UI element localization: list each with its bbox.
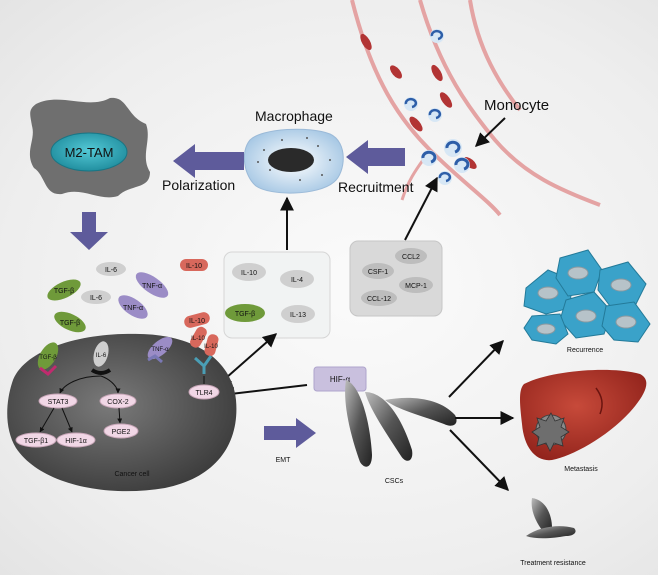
ligand-il10-a: IL-10	[191, 336, 205, 342]
recruitment-arrow	[346, 140, 405, 174]
macrophage-label: Macrophage	[255, 108, 333, 124]
node-pge2: PGE2	[112, 429, 131, 436]
arrow-to-treatment-resistance	[449, 429, 509, 492]
factor-tnfa-a: TNF-α	[142, 283, 162, 290]
cytokine-il4: IL-4	[291, 277, 303, 284]
node-stat3: STAT3	[48, 399, 69, 406]
red-blood-cells	[360, 33, 477, 169]
factor-tgfb-a: TGF-β	[54, 288, 74, 295]
hif-label: HIF-α	[330, 375, 351, 384]
hif-to-cancer-arrow	[220, 384, 308, 401]
ligand-il10-b: IL-10	[204, 344, 218, 350]
node-tlr4: TLR4	[195, 390, 212, 397]
cytokine-il10: IL-10	[241, 270, 257, 277]
factor-il6-a: IL-6	[105, 267, 117, 274]
chemokine-ccl12: CCL-12	[367, 296, 391, 303]
polarization-label: Polarization	[162, 177, 235, 193]
receptor-ligands: TGF-β IL-6 TNF-α IL-10 IL-10	[37, 326, 219, 376]
node-cox2: COX-2	[107, 399, 129, 406]
cytokine-il13: IL-13	[290, 312, 306, 319]
monocyte-label: Monocyte	[484, 97, 549, 114]
m2-to-tumor-arrow	[70, 212, 108, 250]
monocyte-pointer-arrow	[474, 117, 506, 147]
floating-factors: IL-6 IL-10 TGF-β IL-6 TNF-α TGF-β TNF-α …	[47, 259, 210, 333]
monocyte-cells	[404, 29, 470, 185]
recruitment-label: Recruitment	[338, 179, 414, 195]
factor-il6-b: IL-6	[90, 295, 102, 302]
ligand-tnfa: TNF-α	[151, 347, 169, 353]
resistant-cells	[526, 498, 576, 539]
cancer-cell-label: Cancer cell	[114, 471, 149, 478]
ligand-il6: IL-6	[96, 353, 107, 359]
treatment-resistance-label: Treatment resistance	[520, 560, 586, 567]
arrow-to-recurrence	[448, 339, 504, 398]
hif-box	[313, 366, 367, 392]
chemokine-mcp1: MCP-1	[405, 283, 427, 290]
csc-cells	[345, 380, 457, 467]
polarization-arrow	[173, 144, 244, 178]
recurrence-tumor	[523, 249, 651, 345]
chemokine-to-monocyte-arrow	[404, 176, 438, 241]
m2-tam-label: M2-TAM	[65, 145, 114, 160]
emt-arrow	[264, 418, 316, 448]
chemokines: CCL2 CSF-1 MCP-1 CCL-12	[361, 248, 433, 306]
chemokine-box	[349, 240, 443, 317]
macrophage-cytokines: IL-10 IL-4 TGF-β IL-13	[225, 263, 315, 323]
factor-tnfa-b: TNF-α	[123, 305, 143, 312]
cell-signaling: STAT3 COX-2 TLR4 TGF-β1 HIF-1α PGE2	[15, 375, 220, 448]
cscs-label: CSCs	[385, 478, 404, 485]
chemokine-csf1: CSF-1	[368, 269, 388, 276]
recurrence-label: Recurrence	[567, 347, 603, 354]
cancer-cell	[7, 333, 237, 492]
cytokine-tgfb: TGF-β	[235, 311, 255, 318]
node-hif1a: HIF-1α	[65, 438, 87, 445]
macrophage-cell	[243, 128, 344, 194]
m2-tam-cell	[29, 97, 151, 198]
node-tgfb1: TGF-β1	[24, 438, 48, 445]
metastasis-liver	[520, 369, 647, 461]
factor-il10-a: IL-10	[186, 263, 202, 270]
metastasis-label: Metastasis	[564, 466, 598, 473]
factor-tgfb-b: TGF-β	[60, 320, 80, 327]
emt-label: EMT	[276, 457, 292, 464]
chemokine-ccl2: CCL2	[402, 254, 420, 261]
factor-il10-b: IL-10	[189, 318, 205, 325]
ligand-tgfb: TGF-β	[39, 355, 57, 361]
